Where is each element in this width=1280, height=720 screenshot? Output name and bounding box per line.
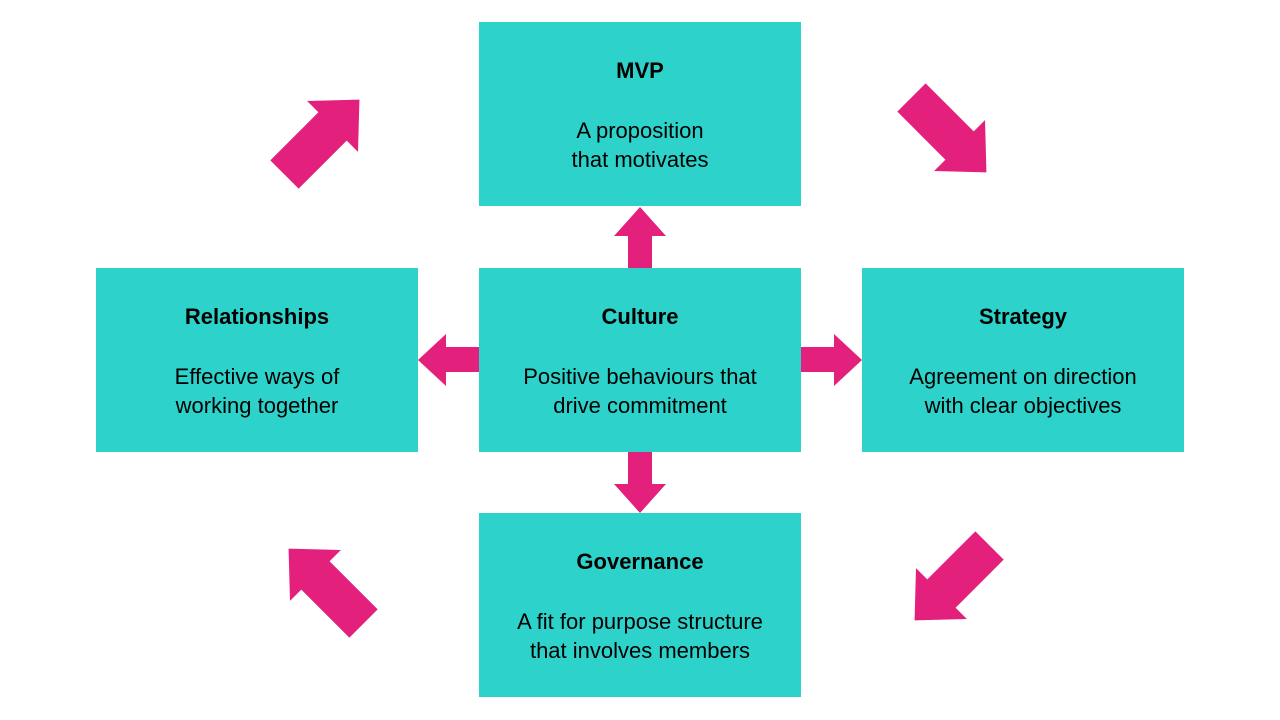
strategy-description-line-2: with clear objectives — [924, 393, 1122, 418]
cycle-arrow-up-right — [270, 99, 360, 189]
culture-box: Culture Positive behaviours that drive c… — [479, 268, 801, 452]
strategy-description-line-1: Agreement on direction — [909, 364, 1137, 389]
mvp-description-line-1: A proposition — [576, 118, 704, 143]
arrow-up-culture-to-mvp — [614, 207, 666, 268]
mvp-box: MVP A proposition that motivates — [479, 22, 801, 206]
relationships-description-line-1: Effective ways of — [174, 364, 340, 389]
arrow-down-culture-to-governance — [614, 452, 666, 513]
governance-title: Governance — [576, 549, 704, 574]
culture-description: Positive behaviours that drive commitmen… — [479, 362, 801, 420]
strategy-description: Agreement on direction with clear object… — [862, 362, 1184, 420]
mvp-title: MVP — [616, 58, 664, 83]
cycle-arrow-up-left — [288, 548, 378, 638]
governance-box: Governance A fit for purpose structure t… — [479, 513, 801, 697]
governance-description: A fit for purpose structure that involve… — [479, 607, 801, 665]
relationships-box: Relationships Effective ways of working … — [96, 268, 418, 452]
culture-description-line-1: Positive behaviours that — [523, 364, 757, 389]
culture-description-line-2: drive commitment — [553, 393, 727, 418]
relationships-description-line-2: working together — [175, 393, 339, 418]
strategy-title: Strategy — [978, 304, 1068, 329]
governance-description-line-1: A fit for purpose structure — [517, 609, 763, 634]
arrow-right-culture-to-strategy — [801, 334, 862, 386]
strategy-box: Strategy Agreement on direction with cle… — [862, 268, 1184, 452]
culture-title: Culture — [601, 304, 679, 329]
mvp-description: A proposition that motivates — [479, 116, 801, 174]
cycle-arrow-down-left — [914, 531, 1004, 621]
relationships-title: Relationships — [184, 304, 330, 329]
relationships-description: Effective ways of working together — [96, 362, 418, 420]
cycle-arrow-down-right — [897, 83, 987, 173]
mvp-description-line-2: that motivates — [571, 147, 709, 172]
governance-description-line-2: that involves members — [529, 638, 751, 663]
arrow-left-culture-to-relationships — [418, 334, 479, 386]
